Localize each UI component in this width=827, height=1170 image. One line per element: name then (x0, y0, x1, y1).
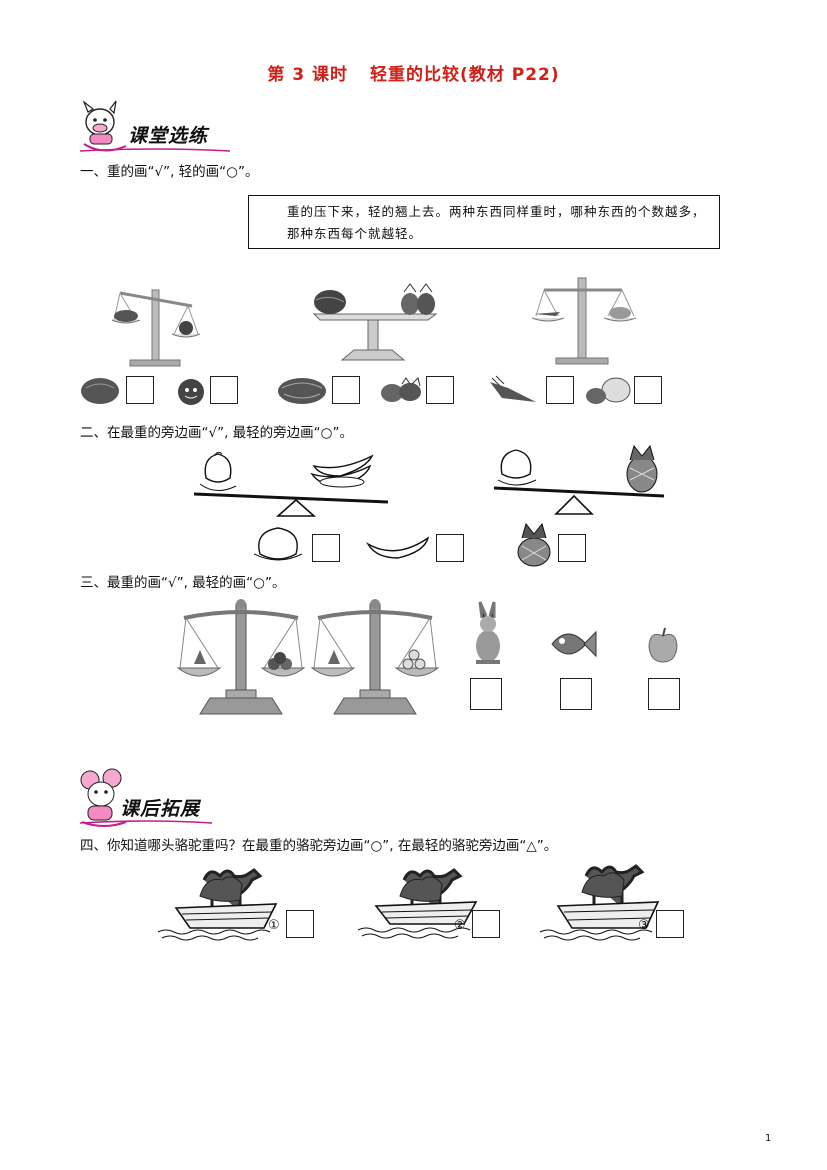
seesaw-peach-pineapple (493, 444, 665, 515)
rabbit-icon (476, 601, 500, 664)
lesson-topic: 轻重的比较(教材 P22) (370, 65, 560, 85)
apple-icon (648, 627, 678, 663)
mouse-mascot-icon (80, 768, 127, 827)
question-4-text: 四、你知道哪头骆驼重吗？在最重的骆驼旁边画“○”, 在最轻的骆驼旁边画“△”。 (80, 838, 558, 854)
lettuce-icon (81, 378, 119, 404)
answer-box-pineapple[interactable] (426, 376, 454, 404)
camel-boat-3 (539, 864, 660, 941)
balance-scale-2 (310, 599, 440, 715)
answer-box-apple[interactable] (648, 678, 680, 710)
cow-mascot-icon (82, 100, 127, 152)
peach-icon (253, 527, 303, 561)
answer-box-camel-3[interactable] (656, 910, 684, 938)
answer-box-cabbage[interactable] (634, 376, 662, 404)
camel-label-2: ② (454, 918, 466, 933)
page-title: 第 3 课时 轻重的比较(教材 P22) (0, 60, 827, 85)
scale-watermelon-pineapple (312, 283, 438, 361)
watermelon-icon (278, 378, 326, 404)
heading-underline (79, 148, 231, 152)
page-number: 1 (765, 1133, 772, 1144)
tomato-icon (178, 379, 204, 405)
seesaw-peach-banana (193, 451, 389, 517)
answer-box-tomato[interactable] (210, 376, 238, 404)
tip-box: 重的压下来，轻的翘上去。两种东西同样重时，哪种东西的个数越多，那种东西每个就越轻… (248, 195, 720, 249)
answer-box-pineapple-q2[interactable] (558, 534, 586, 562)
balance-scale-1 (176, 599, 306, 715)
answer-box-watermelon[interactable] (332, 376, 360, 404)
scale-carrot-cabbage (531, 277, 637, 365)
camel-label-3: ③ (638, 918, 650, 933)
fish-icon (551, 630, 597, 658)
answer-box-rabbit[interactable] (470, 678, 502, 710)
heading-underline-2 (79, 820, 213, 824)
answer-box-carrot[interactable] (546, 376, 574, 404)
pineapple-icon (381, 377, 421, 402)
answer-box-camel-1[interactable] (286, 910, 314, 938)
answer-box-lettuce[interactable] (126, 376, 154, 404)
camel-label-1: ① (268, 918, 280, 933)
section-heading-practice: 课堂选练 (128, 125, 209, 147)
question-1-text: 一、重的画“√”, 轻的画“○”。 (80, 164, 259, 180)
camel-boat-2 (357, 868, 478, 939)
answer-box-camel-2[interactable] (472, 910, 500, 938)
pineapple-fruit-icon (517, 522, 551, 567)
camel-boat-1 (157, 868, 278, 941)
section-heading-extension: 课后拓展 (120, 798, 201, 820)
lesson-number: 第 3 课时 (267, 65, 349, 85)
answer-box-banana[interactable] (436, 534, 464, 562)
banana-icon (366, 536, 430, 559)
answer-box-fish[interactable] (560, 678, 592, 710)
question-3-text: 三、最重的画“√”, 最轻的画“○”。 (80, 575, 286, 591)
cabbage-icon (586, 377, 631, 404)
carrot-icon (490, 375, 536, 402)
answer-box-peach[interactable] (312, 534, 340, 562)
question-2-text: 二、在最重的旁边画“√”, 最轻的旁边画“○”。 (80, 425, 353, 441)
scale-lettuce-tomato (111, 289, 201, 367)
